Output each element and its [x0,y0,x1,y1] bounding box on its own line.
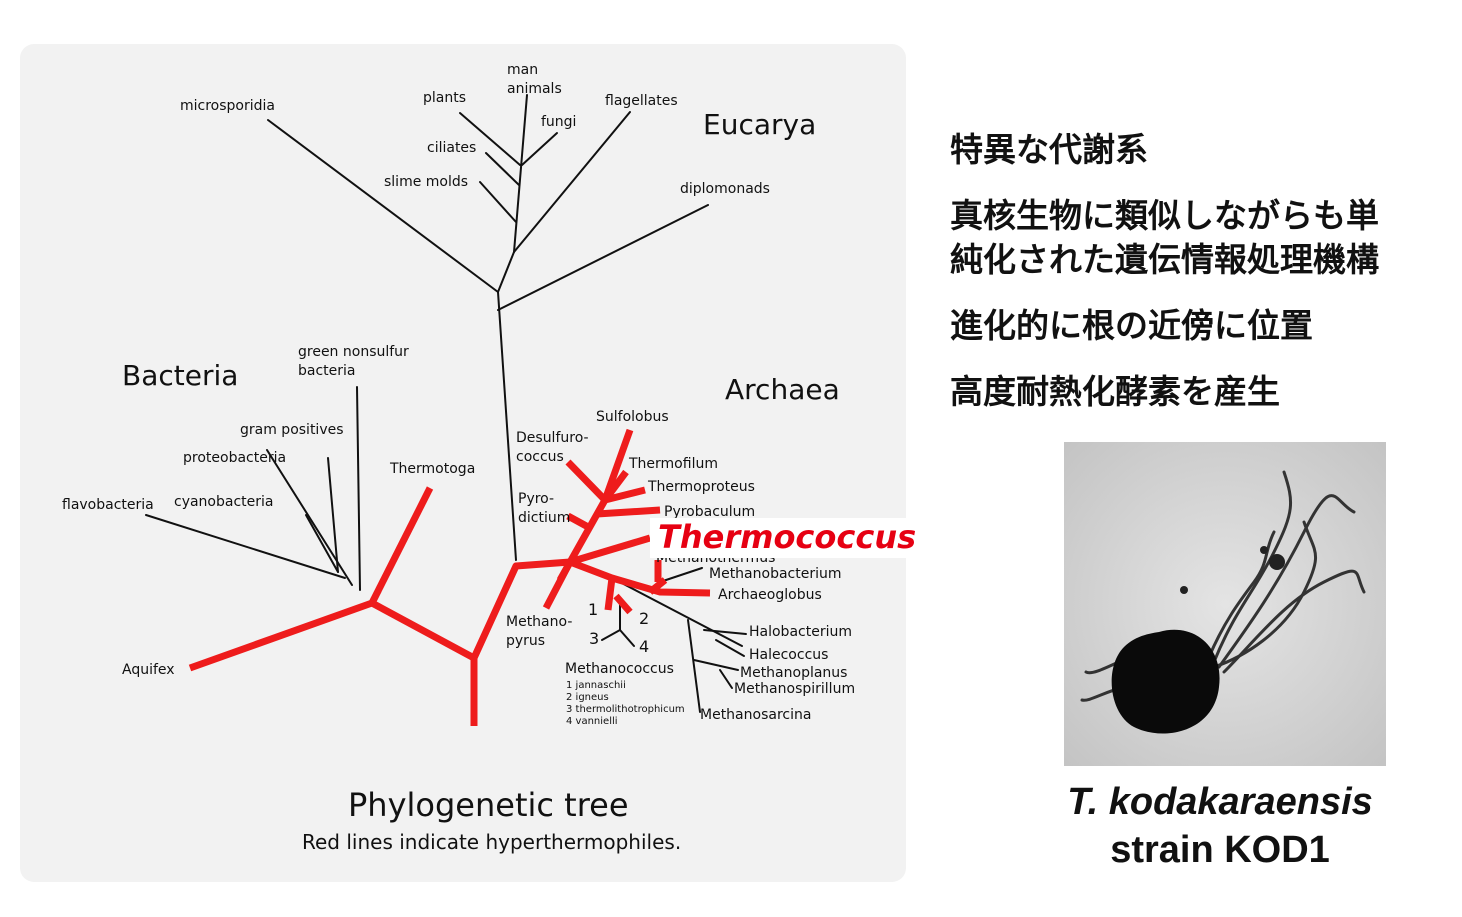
domain-label-archaea: Archaea [725,373,840,406]
taxon-label-methanococcus: Methanococcus [565,661,674,677]
taxon-label-diplomonads: diplomonads [680,181,770,197]
hyperthermophile-branches [188,428,711,726]
methanococcus-number-1: 1 [588,600,598,619]
feature-item-genetic-machinery: 真核生物に類似しながらも単 純化された遺伝情報処理機構 [950,196,1379,279]
taxon-label-fungi: fungi [541,114,576,130]
domain-label-bacteria: Bacteria [122,359,238,392]
taxon-label-methanobacterium: Methanobacterium [709,566,842,582]
tree-caption-title: Phylogenetic tree [348,786,629,824]
taxon-label-slime-molds: slime molds [384,174,468,190]
feature-list: 特異な代謝系 真核生物に類似しながらも単 純化された遺伝情報処理機構 進化的に根… [950,128,1450,436]
taxon-label-sulfolobus: Sulfolobus [596,409,669,425]
taxon-label-gram-positives: gram positives [240,422,344,438]
taxon-label-methanosarcina: Methanosarcina [700,707,811,723]
feature-item-metabolism: 特異な代謝系 [950,130,1148,169]
eucarya-branches [267,94,709,561]
taxon-label-plants: plants [423,90,466,106]
tree-caption-note: Red lines indicate hyperthermophiles. [302,830,681,854]
taxon-label-proteobacteria: proteobacteria [183,450,286,466]
taxon-label-methanospirillum: Methanospirillum [734,681,855,697]
taxon-label-halecoccus: Halecoccus [749,647,828,663]
taxon-label-ciliates: ciliates [427,140,476,156]
taxon-label-pyrodictium: Pyro-dictium [518,491,570,526]
methanococcus-number-2: 2 [639,609,649,628]
taxon-label-archaeoglobus: Archaeoglobus [718,587,822,603]
methanococcus-number-4: 4 [639,637,649,656]
thermococcus-label: Thermococcus [658,518,916,556]
taxon-label-flavobacteria: flavobacteria [62,497,154,513]
taxon-label-desulfurococcus: Desulfuro-coccus [516,430,589,465]
taxon-label-cyanobacteria: cyanobacteria [174,494,274,510]
taxon-label-methanopyrus: Methano-pyrus [506,614,572,649]
taxon-label-methanoplanus: Methanoplanus [740,665,847,681]
feature-item-root-position: 進化的に根の近傍に位置 [950,306,1313,345]
bacteria-branches [145,386,361,591]
species-caption: T. kodakaraensis strain KOD1 [1030,778,1410,874]
methanococcus-species-3: 3 thermolithotrophicum [566,704,685,715]
methanococcus-species-4: 4 vannielli [566,716,618,727]
thermococcus-highlight-box [650,518,908,558]
taxon-label-pyrobaculum: Pyrobaculum [664,504,755,520]
phylogenetic-tree-panel [20,44,906,882]
taxon-label-aquifex: Aquifex [122,662,175,678]
taxon-label-thermotoga: Thermotoga [389,461,475,477]
domain-label-eucarya: Eucarya [703,108,816,141]
feature-item-thermostable-enzymes: 高度耐熱化酵素を産生 [950,372,1280,411]
methanococcus-species-1: 1 jannaschii [566,680,626,691]
methanococcus-number-3: 3 [589,629,599,648]
taxon-label-microsporidia: microsporidia [180,98,275,114]
methanococcus-species-2: 2 igneus [566,692,609,703]
electron-micrograph-image [1064,442,1386,766]
species-name: T. kodakaraensis [1067,781,1373,823]
taxon-label-thermofilum: Thermofilum [628,456,718,472]
taxon-label-flagellates: flagellates [605,93,678,109]
taxon-label-halobacterium: Halobacterium [749,624,852,640]
species-strain: strain KOD1 [1110,829,1330,871]
taxon-label-thermoproteus: Thermoproteus [647,479,755,495]
archaea-black-branches [601,567,747,713]
